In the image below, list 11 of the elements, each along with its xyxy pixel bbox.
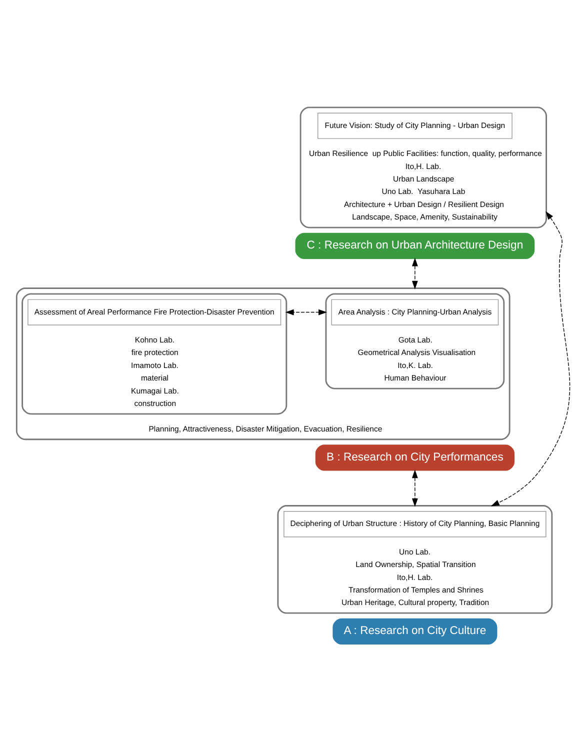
node-box: C : Research on Urban Architecture Design <box>295 232 535 259</box>
node-box: A : Research on City Culture <box>332 618 498 645</box>
node-box: Area Analysis : City Planning-Urban Analysis <box>331 299 499 326</box>
node-box: Assessment of Areal Performance Fire Protection-Disaster Prevention <box>28 299 282 326</box>
arrow <box>285 309 328 316</box>
arrow <box>412 258 418 290</box>
node-box: Deciphering of Urban Structure : History of City Planning, Basic Planning <box>284 511 546 538</box>
arrow <box>412 470 418 507</box>
node-box: B : Research on City Performances <box>315 444 515 471</box>
arrow <box>490 211 570 506</box>
node-box: Future Vision: Study of City Planning - Urban Design <box>317 112 512 139</box>
